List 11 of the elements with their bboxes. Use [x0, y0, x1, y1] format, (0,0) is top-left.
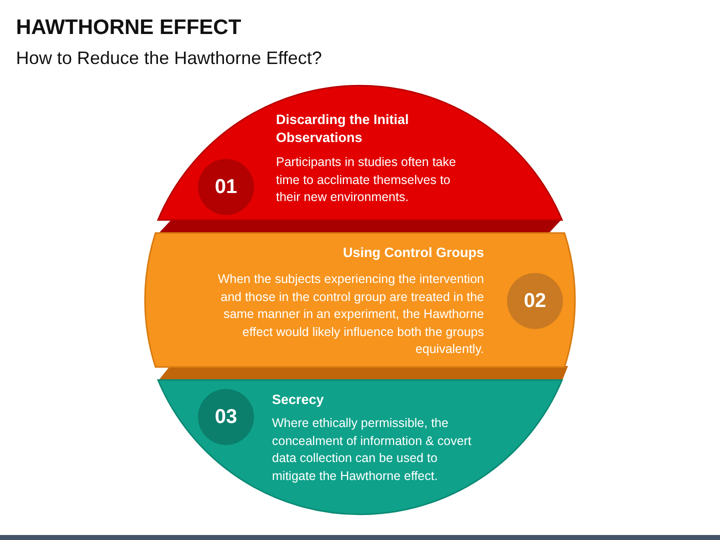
middle-circle-band [145, 233, 575, 367]
band-heading: Discarding the Initial Observations [276, 111, 410, 147]
diagram-subtitle: How to Reduce the Hawthorne Effect? [16, 47, 322, 70]
band-description: When the subjects experiencing the intervention and those in the control group are treated in the same manner in an experiment, the Hawthorne effect would likely influence both the groups equivalently. [216, 271, 484, 358]
band-heading: Secrecy [272, 391, 325, 409]
band-heading: Using Control Groups [342, 244, 484, 262]
bottom-circle-segment [158, 380, 562, 515]
band-description: Where ethically permissible, the concealment of information & covert data collection can be used to mitigate the Hawthorne effect. [272, 415, 472, 485]
band-description: Participants in studies often take time to acclimate themselves to their new environments. [276, 154, 457, 206]
diagram-title: HAWTHORNE EFFECT [16, 15, 242, 41]
top-circle-segment [158, 86, 562, 220]
